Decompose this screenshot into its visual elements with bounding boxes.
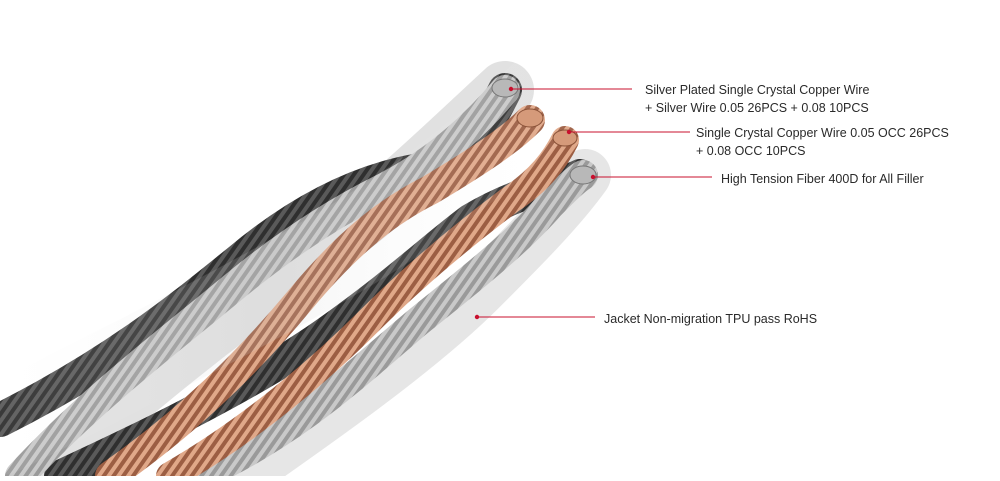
strand-copper-2 xyxy=(156,126,579,481)
end-cap-copper-1 xyxy=(516,108,544,128)
end-cap-copper-2 xyxy=(552,129,578,147)
callout-silver-plated-line1: Silver Plated Single Crystal Copper Wire xyxy=(645,83,870,97)
callout-single-crystal-copper-line1: Single Crystal Copper Wire 0.05 OCC 26PC… xyxy=(696,126,949,140)
callout-silver-plated: Silver Plated Single Crystal Copper Wire… xyxy=(645,81,869,117)
callout-single-crystal-copper: Single Crystal Copper Wire 0.05 OCC 26PC… xyxy=(696,124,949,160)
callout-fiber-filler-line1: High Tension Fiber 400D for All Filler xyxy=(721,172,924,186)
jacket-sheen xyxy=(0,55,585,475)
end-cap-silver xyxy=(491,78,519,98)
callout-single-crystal-copper-line2: + 0.08 OCC 10PCS xyxy=(696,144,806,158)
strand-silver-2 xyxy=(185,160,598,481)
callout-fiber-filler: High Tension Fiber 400D for All Filler xyxy=(721,170,924,188)
leader-dot-4 xyxy=(474,314,480,320)
callout-jacket: Jacket Non-migration TPU pass RoHS xyxy=(604,310,817,328)
end-cap-silver-2 xyxy=(569,165,597,185)
leader-dot-1 xyxy=(508,86,514,92)
leader-dot-2 xyxy=(566,129,572,135)
callout-jacket-line1: Jacket Non-migration TPU pass RoHS xyxy=(604,312,818,326)
leader-dot-3 xyxy=(590,174,596,180)
callout-silver-plated-line2: + Silver Wire 0.05 26PCS + 0.08 10PCS xyxy=(645,101,869,115)
